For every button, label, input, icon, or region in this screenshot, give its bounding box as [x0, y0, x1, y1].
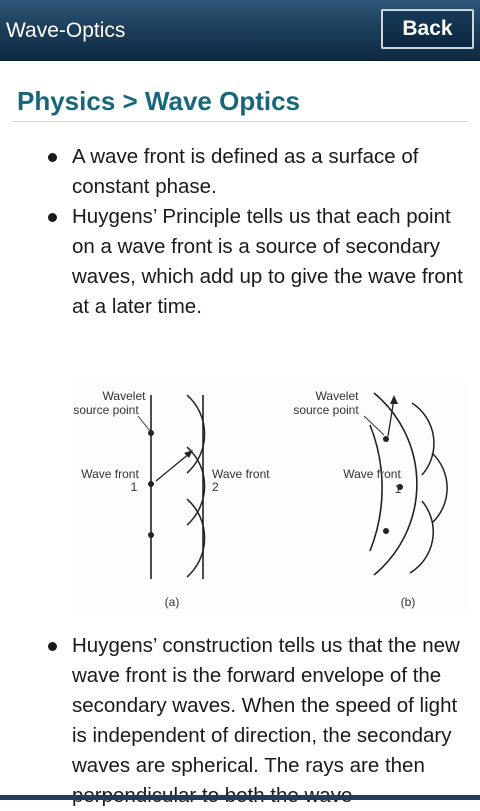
bullet-icon — [48, 642, 57, 651]
title-bar: Wave-Optics Back — [0, 0, 480, 61]
panel-a-arrowhead — [184, 450, 193, 458]
panel-a-wavelet-arc — [186, 394, 206, 474]
list-item: Huygens’ Principle tells us that each po… — [0, 202, 480, 322]
huygens-figure: Wavelet source point Wave front 1 Wave f… — [72, 383, 468, 613]
list-item: A wave front is defined as a surface of … — [0, 142, 480, 202]
panel-a-source-point — [148, 532, 154, 538]
bullet-icon — [48, 153, 57, 162]
panel-a-wavelet-arc — [186, 446, 206, 526]
list-item-text: Huygens’ Principle tells us that each po… — [72, 205, 463, 318]
breadcrumb: Physics > Wave Optics — [17, 86, 301, 116]
bullet-list-bottom: Huygens’ construction tells us that the … — [0, 631, 480, 811]
bullet-list-top: A wave front is defined as a surface of … — [0, 142, 480, 322]
list-item: Huygens’ construction tells us that the … — [0, 631, 480, 811]
panel-b-label-pointer — [363, 415, 385, 436]
panel-a-source-label: source point — [73, 403, 139, 417]
divider — [12, 121, 468, 122]
bottom-bar — [0, 795, 480, 800]
panel-b-source-point — [383, 436, 389, 442]
panel-a-front2-num: 2 — [212, 480, 219, 494]
panel-a: Wavelet source point Wave front 1 Wave f… — [73, 389, 270, 609]
huygens-diagram: Wavelet source point Wave front 1 Wave f… — [73, 389, 448, 609]
panel-b-front-label: Wave front — [343, 467, 401, 481]
panel-b-wavelet-label: Wavelet — [316, 389, 360, 403]
bullet-icon — [48, 213, 57, 222]
panel-b-wave-front-2 — [373, 392, 418, 576]
panel-b-wavelet-arc — [411, 402, 435, 476]
panel-b-front-num: 1 — [395, 482, 402, 496]
panel-b-caption: (b) — [401, 595, 416, 609]
panel-a-caption: (a) — [165, 595, 180, 609]
panel-a-source-point — [148, 430, 154, 436]
back-button[interactable]: Back — [381, 9, 474, 49]
panel-a-wavelet-arc — [186, 498, 206, 578]
panel-b-source-point — [383, 528, 389, 534]
panel-a-front1-num: 1 — [131, 480, 138, 494]
panel-b-source-point — [397, 484, 403, 490]
panel-a-radius-arrow — [155, 452, 191, 482]
panel-b-radius-arrow — [387, 398, 395, 437]
panel-b-wavelet-arc — [431, 452, 448, 524]
panel-a-wavelet-label: Wavelet — [103, 389, 147, 403]
panel-b-source-label: source point — [293, 403, 359, 417]
list-item-text: A wave front is defined as a surface of … — [72, 145, 419, 198]
panel-b-wavelet-arc — [409, 500, 434, 574]
panel-a-front1-label: Wave front — [81, 467, 139, 481]
panel-a-front2-label: Wave front — [212, 467, 270, 481]
panel-a-label-pointer — [137, 415, 151, 432]
panel-b-wave-front-1 — [369, 424, 383, 552]
panel-a-source-point — [148, 481, 154, 487]
app-title: Wave-Optics — [6, 19, 126, 42]
panel-b: Wavelet source point Wave front 1 (b) — [293, 389, 448, 609]
panel-b-arrowhead — [390, 395, 398, 404]
list-item-text: Huygens’ construction tells us that the … — [72, 634, 460, 807]
